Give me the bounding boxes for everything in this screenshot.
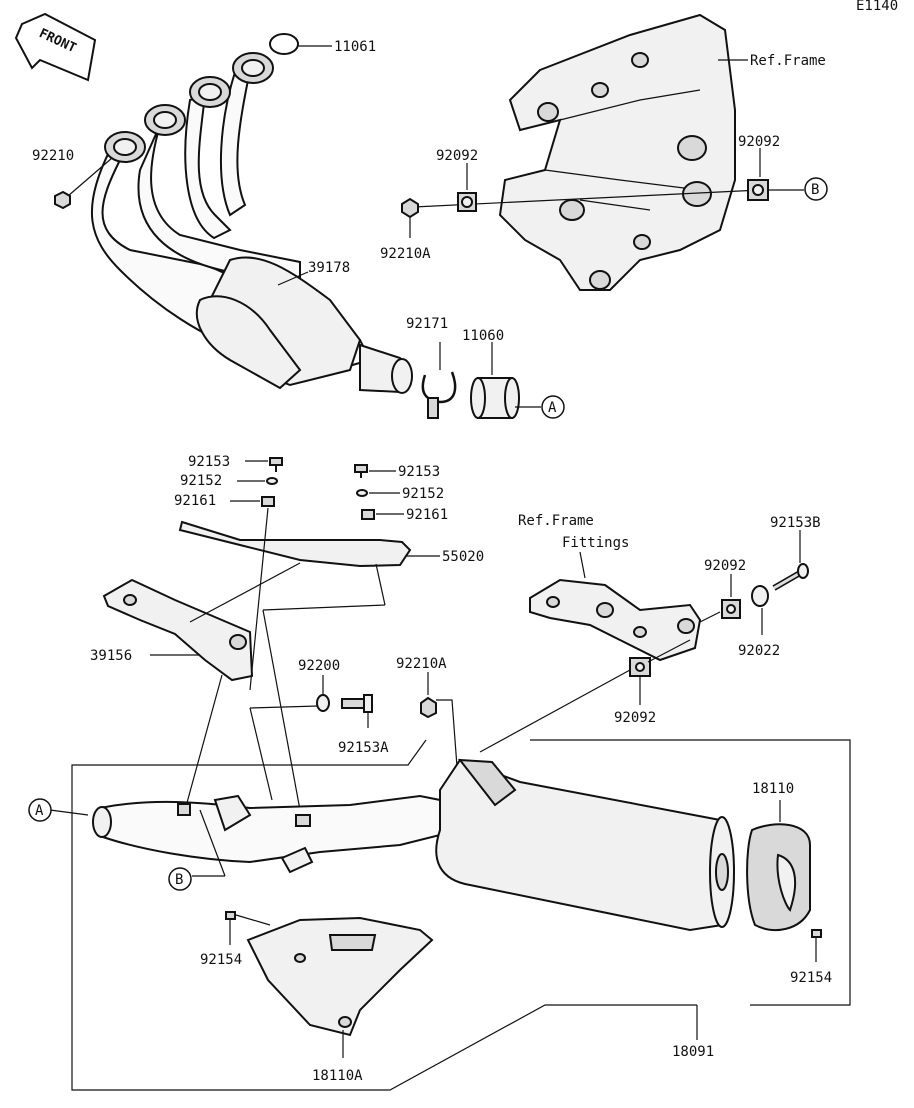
callout-b-top — [804, 177, 828, 201]
washer-92152-left — [266, 477, 278, 485]
bolt-92153A — [341, 694, 373, 713]
label-92153-left: 92153 — [188, 454, 230, 470]
callout-b-top-label: B — [811, 182, 819, 198]
grommet-92161-right — [361, 509, 375, 520]
label-92210A-mid: 92210A — [396, 656, 447, 672]
label-55020: 55020 — [442, 549, 484, 565]
label-11060: 11060 — [462, 328, 504, 344]
label-92171: 92171 — [406, 316, 448, 332]
nut-92210A-top — [401, 197, 419, 219]
label-39156: 39156 — [90, 648, 132, 664]
collar-92092-left — [457, 192, 477, 212]
clamp-92171 — [421, 371, 457, 419]
label-ref-frame: Ref.Frame — [750, 53, 826, 69]
bolt-92153B — [772, 563, 809, 591]
link-pipe — [99, 794, 441, 864]
collar-92092-low — [629, 657, 651, 677]
screw-92154-right — [811, 929, 822, 938]
label-92022: 92022 — [738, 643, 780, 659]
exhaust-header-pipes — [90, 52, 413, 394]
front-arrow-icon: FRONT — [14, 12, 97, 82]
label-11061: 11061 — [334, 39, 376, 55]
callout-a-top — [541, 395, 565, 419]
label-92092-top-left: 92092 — [436, 148, 478, 164]
label-92152-left: 92152 — [180, 473, 222, 489]
screw-92154-left — [225, 911, 236, 920]
label-39178: 39178 — [308, 260, 350, 276]
label-92210A-top: 92210A — [380, 246, 431, 262]
label-92200: 92200 — [298, 658, 340, 674]
label-ref-frame-fittings-2: Fittings — [562, 535, 629, 551]
label-92153B: 92153B — [770, 515, 821, 531]
gasket-11061 — [269, 33, 299, 55]
label-92092-low: 92092 — [614, 710, 656, 726]
label-18110A: 18110A — [312, 1068, 363, 1084]
callout-a-bottom — [28, 798, 52, 822]
bolt-92153-left — [269, 457, 283, 472]
nut-92210A-mid — [420, 696, 437, 719]
label-92092-top-right: 92092 — [738, 134, 780, 150]
callout-a-top-label: A — [548, 400, 557, 416]
label-18110: 18110 — [752, 781, 794, 797]
grommet-92161-left — [261, 496, 275, 507]
bolt-92153-right — [354, 464, 368, 478]
frame-fittings-bracket — [529, 578, 702, 662]
label-92154-right: 92154 — [790, 970, 832, 986]
heat-shield-18110A — [246, 916, 434, 1037]
sleeve-11060 — [470, 377, 520, 419]
callout-b-bottom-label: B — [175, 872, 183, 888]
label-92161-left: 92161 — [174, 493, 216, 509]
callout-a-bottom-label: A — [35, 803, 44, 819]
nut-92210 — [54, 190, 71, 210]
label-18091: 18091 — [672, 1044, 714, 1060]
label-92210: 92210 — [32, 148, 74, 164]
label-92152-right: 92152 — [402, 486, 444, 502]
collar-92092-right — [747, 179, 769, 201]
label-92154-left: 92154 — [200, 952, 242, 968]
bracket-55020 — [178, 520, 412, 568]
callout-b-bottom — [168, 867, 192, 891]
diagram-code: E1140 — [856, 0, 898, 14]
label-92092-mid: 92092 — [704, 558, 746, 574]
frame-ref — [498, 13, 736, 291]
washer-92200 — [316, 694, 330, 712]
collar-92092-mid — [721, 599, 741, 619]
washer-92152-right — [356, 489, 368, 497]
label-92153-right: 92153 — [398, 464, 440, 480]
label-ref-frame-fittings-1: Ref.Frame — [518, 513, 594, 529]
washer-92022 — [751, 585, 769, 607]
label-92153A: 92153A — [338, 740, 389, 756]
bracket-39156 — [102, 578, 254, 682]
label-92161-right: 92161 — [406, 507, 448, 523]
